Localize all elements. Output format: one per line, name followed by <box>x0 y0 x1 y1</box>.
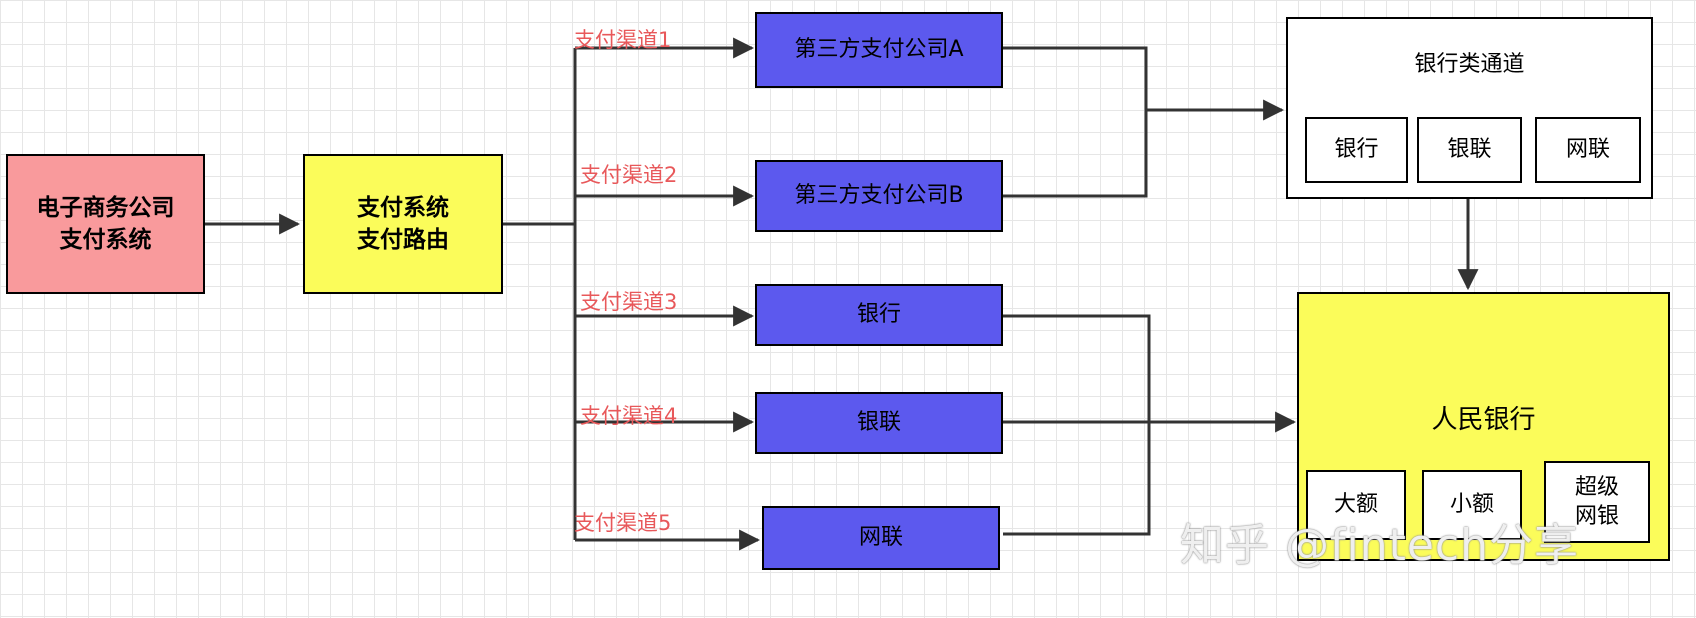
channel-label-4: 支付渠道4 <box>580 404 678 428</box>
netsunion-node: 网联 <box>762 506 1000 570</box>
router-label: 支付系统 支付路由 <box>357 195 449 253</box>
channel-label-2: 支付渠道2 <box>580 163 678 187</box>
merchant-label: 电子商务公司 支付系统 <box>36 195 175 253</box>
pboc-large-label: 大额 <box>1333 492 1378 517</box>
group-bank-node: 银行 <box>1305 117 1408 183</box>
third-party-a-node: 第三方支付公司A <box>755 12 1003 88</box>
bank-channel-group-title: 银行类通道 <box>1414 52 1525 77</box>
unionpay-node: 银联 <box>755 392 1003 454</box>
merchant-payment-system-node: 电子商务公司 支付系统 <box>6 154 205 294</box>
group-netsunion-label: 网联 <box>1565 137 1610 162</box>
third-party-b-label: 第三方支付公司B <box>794 183 964 208</box>
channel-label-5: 支付渠道5 <box>574 511 672 535</box>
group-netsunion-node: 网联 <box>1535 117 1641 183</box>
edge-tpa-merge <box>1003 46 1148 198</box>
zhihu-watermark: 知乎 @fintech分享 <box>1180 520 1579 571</box>
bank-node: 银行 <box>755 284 1003 346</box>
group-unionpay-label: 银联 <box>1447 137 1492 162</box>
pboc-large-node: 大额 <box>1306 470 1406 540</box>
bank-label: 银行 <box>856 302 901 327</box>
unionpay-label: 银联 <box>856 410 901 435</box>
group-bank-label: 银行 <box>1334 137 1379 162</box>
channel-label-1: 支付渠道1 <box>574 28 672 52</box>
pboc-label: 人民银行 <box>1431 405 1536 435</box>
netsunion-label: 网联 <box>858 525 903 550</box>
pboc-small-node: 小额 <box>1422 470 1522 540</box>
payment-router-node: 支付系统 支付路由 <box>303 154 503 294</box>
edge-direct-merge <box>1003 314 1151 536</box>
pboc-super-label: 超级 网银 <box>1574 475 1619 529</box>
pboc-small-label: 小额 <box>1449 492 1494 517</box>
third-party-b-node: 第三方支付公司B <box>755 160 1003 232</box>
third-party-a-label: 第三方支付公司A <box>794 37 964 62</box>
channel-label-3: 支付渠道3 <box>580 290 678 314</box>
pboc-super-node: 超级 网银 <box>1544 461 1650 543</box>
group-unionpay-node: 银联 <box>1417 117 1522 183</box>
